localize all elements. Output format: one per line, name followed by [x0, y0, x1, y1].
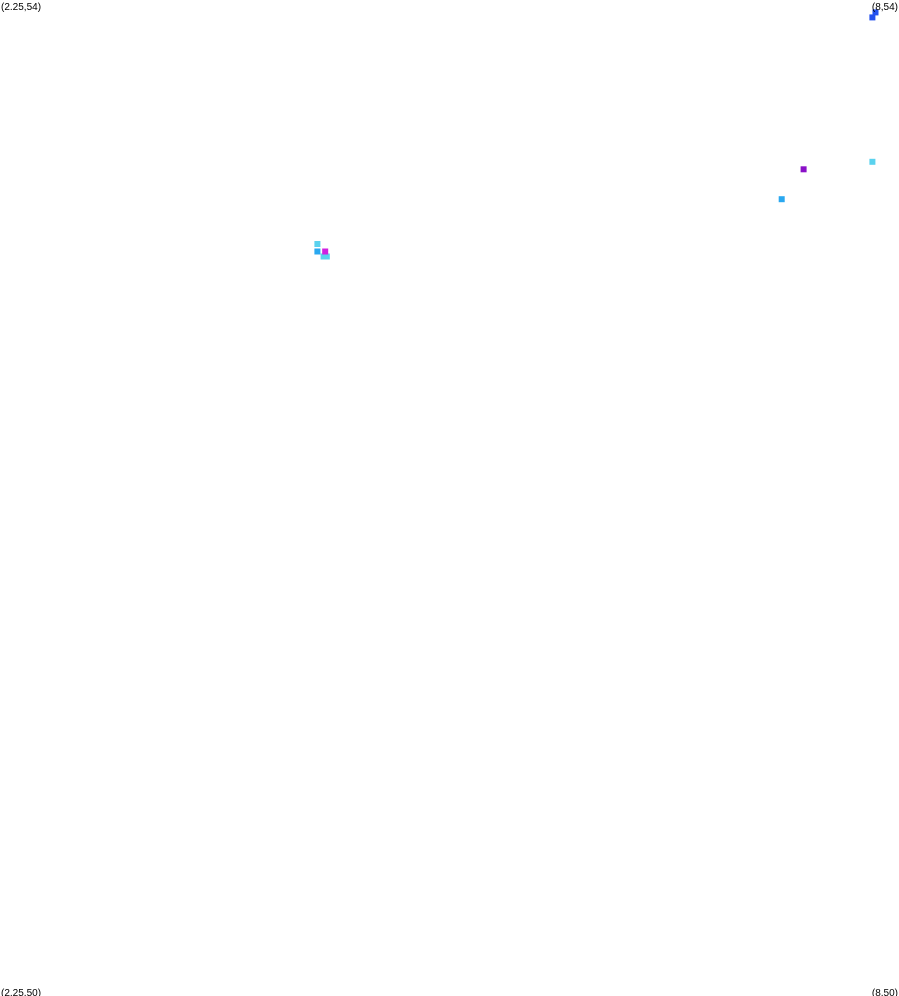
corner-label-bottom-left: (2.25,50) [1, 988, 41, 996]
corner-label-top-right: (8,54) [872, 2, 898, 13]
data-point-6 [314, 248, 321, 255]
data-point-9 [322, 248, 329, 255]
data-point-7 [320, 253, 327, 260]
corner-label-bottom-right: (8,50) [872, 988, 898, 996]
data-point-1 [872, 9, 879, 16]
data-point-3 [800, 166, 807, 173]
data-point-2 [869, 158, 876, 165]
data-point-4 [778, 196, 785, 203]
corner-label-top-left: (2.25,54) [1, 2, 41, 13]
data-point-5 [314, 241, 321, 247]
data-point-0 [869, 14, 876, 21]
data-point-8 [323, 253, 330, 260]
points-layer [314, 9, 879, 260]
